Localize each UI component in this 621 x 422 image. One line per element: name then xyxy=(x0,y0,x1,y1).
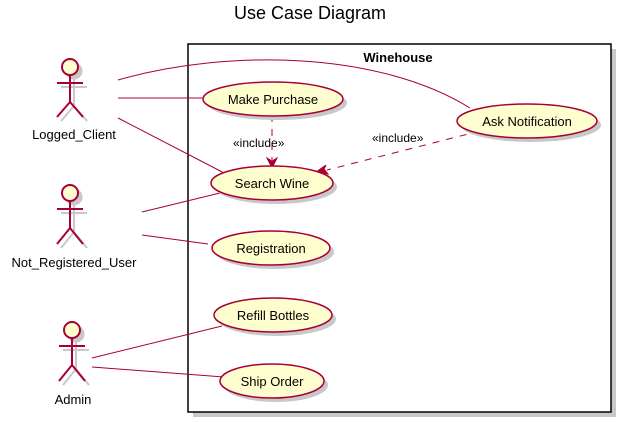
actor-logged-client-icon xyxy=(61,58,79,76)
actor-admin-name: Admin xyxy=(55,392,92,407)
use-case-refill-bottles-ellipse[interactable] xyxy=(213,297,333,333)
use-case-ask-notification-ellipse[interactable] xyxy=(456,103,598,139)
use-case-ask-notification[interactable]: Ask Notification xyxy=(456,103,601,142)
include-notify-search-label: «include» xyxy=(372,131,424,145)
actor-logged-client[interactable]: Logged_Client xyxy=(32,58,116,142)
include-notify-search-line xyxy=(326,130,481,171)
use-case-search-wine-ellipse[interactable] xyxy=(210,165,334,201)
use-case-make-purchase[interactable]: Make Purchase xyxy=(202,81,347,120)
association-admin-ship xyxy=(91,366,225,378)
association-admin-refill xyxy=(91,325,223,359)
association-notreg-search xyxy=(141,192,221,213)
use-case-search-wine[interactable]: Search Wine xyxy=(210,165,337,204)
association-logged-notify xyxy=(117,59,471,109)
use-case-ship-order-ellipse[interactable] xyxy=(219,363,325,399)
association-notreg-registration xyxy=(141,234,209,245)
actor-admin-icon xyxy=(63,321,81,339)
use-case-refill-bottles-label: Refill Bottles xyxy=(237,308,310,323)
use-case-ask-notification-label: Ask Notification xyxy=(482,114,572,129)
use-case-registration-label: Registration xyxy=(236,241,305,256)
actor-not-registered-user[interactable]: Not_Registered_User xyxy=(11,184,137,270)
use-case-ship-order[interactable]: Ship Order xyxy=(219,363,328,402)
actor-not-registered-user-name: Not_Registered_User xyxy=(11,255,137,270)
system-name: Winehouse xyxy=(363,50,432,65)
actor-not-registered-user-icon xyxy=(61,184,79,202)
association-logged-search xyxy=(117,117,229,176)
include-purchase-search-arrowhead xyxy=(265,156,279,170)
include-purchase-search-label: «include» xyxy=(233,136,285,150)
use-case-make-purchase-ellipse[interactable] xyxy=(202,81,344,117)
use-case-ship-order-label: Ship Order xyxy=(241,374,305,389)
actor-admin[interactable]: Admin xyxy=(55,321,92,407)
diagram-title: Use Case Diagram xyxy=(234,3,386,23)
associations xyxy=(91,59,471,378)
actor-logged-client-name: Logged_Client xyxy=(32,127,116,142)
use-case-make-purchase-label: Make Purchase xyxy=(228,92,318,107)
use-case-refill-bottles[interactable]: Refill Bottles xyxy=(213,297,336,336)
use-case-registration[interactable]: Registration xyxy=(211,230,334,269)
use-case-search-wine-label: Search Wine xyxy=(235,176,309,191)
use-case-registration-ellipse[interactable] xyxy=(211,230,331,266)
